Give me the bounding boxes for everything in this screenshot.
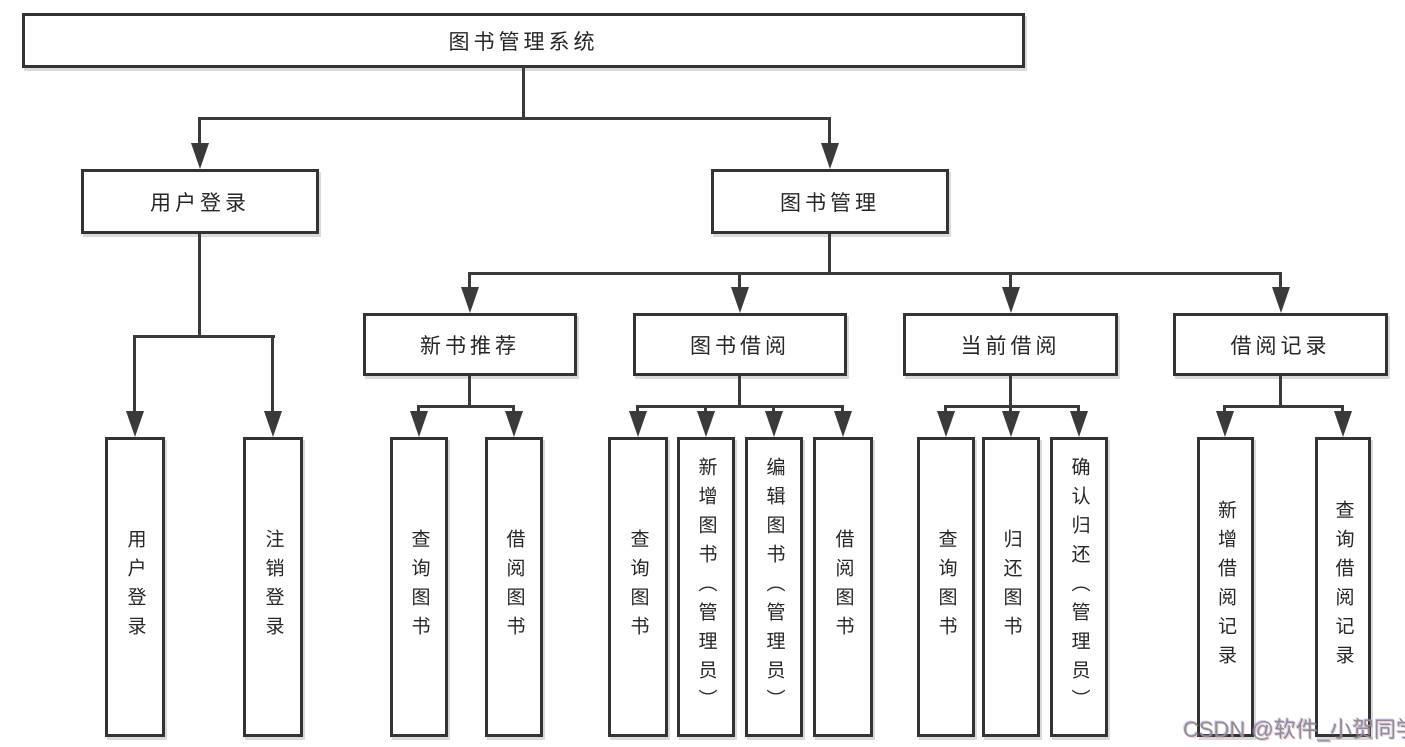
arrow-down-icon [461,287,479,313]
node-user-login: 用户登录 [81,169,319,234]
connector-v-line [704,405,707,413]
connector-v-line [1009,376,1012,407]
node-new-book-recommend: 新书推荐 [363,313,577,376]
connector-v-line [738,272,741,289]
connector-v-line [417,405,420,413]
connector-v-line [468,272,471,289]
csdn-watermark: CSDN @软件_小贺同学 [1183,717,1405,742]
connector-v-line [1341,405,1344,413]
leaf-query-books-recommend-label: 查询图书 [408,529,430,645]
connector-v-line [1077,405,1080,413]
connector-h-line [636,405,844,408]
arrow-down-icon [191,143,209,169]
node-borrow-records-label: 借阅记录 [1230,334,1331,358]
leaf-return-books: 归还图书 [982,437,1040,737]
leaf-logout-label: 注销登录 [262,529,284,645]
arrow-down-icon [1002,287,1020,313]
arrow-down-icon [731,287,749,313]
arrow-down-icon [1002,411,1020,437]
connector-v-line [841,405,844,413]
leaf-return-books-label: 归还图书 [1000,529,1022,645]
arrow-down-icon [264,411,282,437]
connector-v-line [1279,376,1282,407]
leaf-confirm-return-admin: 确认归还（管理员） [1050,437,1108,737]
leaf-add-book-admin: 新增图书（管理员） [677,437,735,737]
arrow-down-icon [505,411,523,437]
arrow-down-icon [1070,411,1088,437]
connector-h-line [417,405,515,408]
connector-v-line [198,117,201,145]
connector-v-line [1009,405,1012,413]
node-book-borrow-label: 图书借阅 [690,334,790,358]
leaf-query-borrow-record-label: 查询借阅记录 [1332,500,1354,674]
arrow-down-icon [821,143,839,169]
node-current-borrow: 当前借阅 [903,313,1118,376]
arrow-down-icon [1334,411,1352,437]
arrow-down-icon [410,411,428,437]
connector-v-line [133,335,136,413]
connector-v-line [828,117,831,145]
arrow-down-icon [1272,287,1290,313]
leaf-add-borrow-record-label: 新增借阅记录 [1215,500,1236,674]
connector-v-line [512,405,515,413]
node-user-login-label: 用户登录 [150,191,250,215]
leaf-query-borrow-record: 查询借阅记录 [1315,437,1371,737]
connector-h-line [944,405,1080,408]
leaf-edit-book-admin-label: 编辑图书（管理员） [763,456,785,718]
arrow-down-icon [126,411,144,437]
connector-v-line [468,376,471,407]
arrow-down-icon [834,411,852,437]
leaf-borrow-books-label: 借阅图书 [832,529,854,645]
leaf-query-books-current: 查询图书 [917,437,975,737]
leaf-confirm-return-admin-label: 确认归还（管理员） [1068,456,1090,718]
leaf-borrow-books: 借阅图书 [813,437,873,737]
leaf-user-login: 用户登录 [105,437,165,737]
connector-h-line [468,272,1282,275]
node-book-management-label: 图书管理 [780,191,880,215]
leaf-query-books-recommend: 查询图书 [390,437,448,737]
node-root: 图书管理系统 [22,13,1025,68]
node-book-borrow: 图书借阅 [633,313,847,376]
connector-h-line [198,117,831,120]
arrow-down-icon [629,411,647,437]
leaf-add-borrow-record: 新增借阅记录 [1197,437,1254,737]
leaf-query-books-borrow-label: 查询图书 [627,529,649,645]
node-borrow-records: 借阅记录 [1173,313,1388,376]
leaf-logout: 注销登录 [243,437,303,737]
connector-v-line [1223,405,1226,413]
leaf-query-books-borrow: 查询图书 [608,437,668,737]
leaf-add-book-admin-label: 新增图书（管理员） [695,456,717,718]
connector-v-line [198,234,201,337]
connector-v-line [271,335,274,413]
connector-v-line [944,405,947,413]
connector-h-line [133,335,275,338]
connector-h-line [1223,405,1343,408]
node-book-management: 图书管理 [711,169,949,234]
connector-v-line [1009,272,1012,289]
connector-v-line [738,376,741,407]
leaf-user-login-label: 用户登录 [124,529,146,645]
node-new-book-recommend-label: 新书推荐 [420,334,520,358]
arrow-down-icon [1216,411,1234,437]
connector-v-line [636,405,639,413]
leaf-edit-book-admin: 编辑图书（管理员） [745,437,803,737]
connector-v-line [522,66,525,119]
node-current-borrow-label: 当前借阅 [960,334,1061,358]
arrow-down-icon [697,411,715,437]
connector-v-line [1279,272,1282,289]
arrow-down-icon [937,411,955,437]
connector-v-line [828,234,831,274]
leaf-query-books-current-label: 查询图书 [935,529,957,645]
leaf-borrow-books-recommend-label: 借阅图书 [503,529,525,645]
node-root-label: 图书管理系统 [448,30,599,54]
arrow-down-icon [765,411,783,437]
leaf-borrow-books-recommend: 借阅图书 [485,437,543,737]
connector-v-line [772,405,775,413]
